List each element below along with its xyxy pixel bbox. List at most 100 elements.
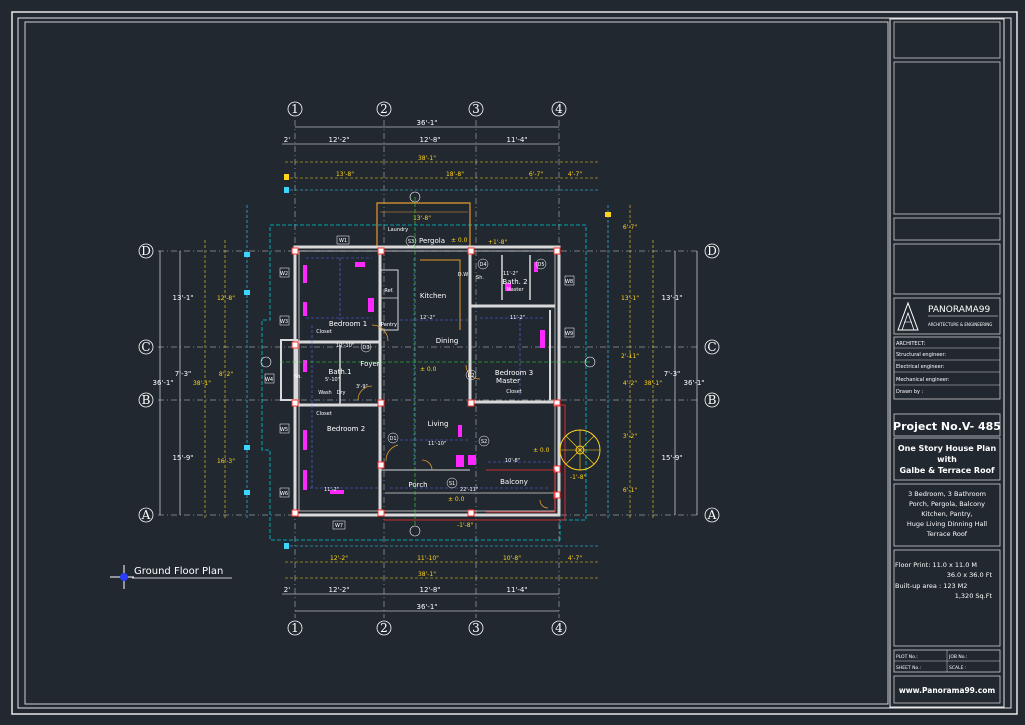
svg-text:D: D xyxy=(707,244,717,258)
drawing-title: Ground Floor Plan xyxy=(110,565,232,589)
svg-text:38'-1": 38'-1" xyxy=(418,571,436,578)
svg-text:4'-7": 4'-7" xyxy=(568,555,582,562)
tag-d1: D1 xyxy=(387,432,399,444)
terrace-roof-outline xyxy=(261,224,587,541)
grid-bubble-top-2: 2 xyxy=(376,101,392,117)
svg-text:D4: D4 xyxy=(479,262,486,268)
room-closet-2: Closet xyxy=(316,411,332,417)
tag-w8: W8 xyxy=(564,275,575,286)
field-architect: ARCHITECT: xyxy=(896,341,926,347)
inner-frame xyxy=(17,17,1012,709)
svg-text:D1: D1 xyxy=(389,436,396,442)
brand-subtitle: ARCHITECTURE & ENGINEERING xyxy=(928,322,992,327)
room-kitchen: Kitchen xyxy=(420,292,446,300)
title-block: PANORAMA99 ARCHITECTURE & ENGINEERING AR… xyxy=(889,18,1005,708)
svg-text:11'-4": 11'-4" xyxy=(506,136,527,144)
tag-s1: S1 xyxy=(446,477,458,489)
svg-text:6'-1": 6'-1" xyxy=(623,487,637,494)
svg-text:11'-4": 11'-4" xyxy=(506,586,527,594)
svg-text:12'-2": 12'-2" xyxy=(328,586,349,594)
grid-bubble-bottom-1: 1 xyxy=(287,620,303,636)
svg-text:3'-9": 3'-9" xyxy=(356,384,368,390)
room-bedroom-1: Bedroom 1 xyxy=(329,320,367,328)
svg-text:12'-2": 12'-2" xyxy=(330,555,348,562)
svg-text:13'-1": 13'-1" xyxy=(621,295,639,302)
desc-line-2: Porch, Pergola, Balcony xyxy=(909,500,985,508)
svg-text:2'-11": 2'-11" xyxy=(621,353,639,360)
svg-text:C: C xyxy=(141,340,150,354)
svg-text:36'-1": 36'-1" xyxy=(416,119,437,127)
svg-text:S1: S1 xyxy=(449,481,455,487)
ucs-icon xyxy=(110,565,134,589)
interior-dimensions: 10'-10" 12'-2" 11'-2" 5'-10" 3'-9" 11'-1… xyxy=(324,271,525,493)
left-dimensions: 36'-1" 13'-1" 7'-3" 15'-9" 38'-1" 12'-8"… xyxy=(152,205,250,520)
svg-text:S3: S3 xyxy=(408,239,414,245)
grid-bubble-bottom-3: 3 xyxy=(468,620,484,636)
desc-line-3: Kitchen, Pantry, xyxy=(921,510,972,518)
svg-text:38'-1": 38'-1" xyxy=(193,380,211,387)
svg-text:13'-8": 13'-8" xyxy=(336,171,354,178)
project-number: Project No.V- 485 xyxy=(893,420,1001,433)
svg-text:2': 2' xyxy=(284,586,290,594)
grid-bubble-right-B: B xyxy=(704,392,720,408)
svg-text:12'-8": 12'-8" xyxy=(419,586,440,594)
right-dimensions: 6'-7" 13'-1" 2'-11" 4'-2" 3'-2" 6'-1" 38… xyxy=(605,205,705,520)
tag-d4: D4 xyxy=(477,258,489,270)
svg-text:A: A xyxy=(141,508,151,522)
room-bath-1: Bath.1 xyxy=(329,368,352,376)
bottom-dimensions: 12'-2" 11'-10" 10'-8" 4'-7" 38'-1" 2' 12… xyxy=(282,543,598,612)
tag-w5: W5 xyxy=(279,423,290,434)
room-bedroom-3: Bedroom 3 xyxy=(495,369,533,377)
tag-s3: S3 xyxy=(405,235,417,247)
drawing-title-text: Ground Floor Plan xyxy=(134,566,223,577)
desc-line-1: 3 Bedroom, 3 Bathroom xyxy=(908,490,986,498)
svg-text:38'-1": 38'-1" xyxy=(644,380,662,387)
svg-text:8'-2": 8'-2" xyxy=(219,371,233,378)
svg-text:6'-7": 6'-7" xyxy=(623,224,637,231)
svg-text:1: 1 xyxy=(291,102,299,116)
tag-w3: W3 xyxy=(279,315,290,326)
svg-text:D: D xyxy=(141,244,151,258)
grid-bubble-left-D: D xyxy=(138,243,154,259)
svg-text:± 0.0: ± 0.0 xyxy=(420,366,437,373)
grid-bubble-bottom-2: 2 xyxy=(376,620,392,636)
section-markers xyxy=(260,191,596,537)
svg-text:D5: D5 xyxy=(537,262,544,268)
svg-text:D3: D3 xyxy=(362,345,369,351)
room-labels: Pergola Laundry Kitchen Dining Bedroom 1… xyxy=(294,227,533,489)
room-dining: Dining xyxy=(436,337,459,345)
svg-text:12'-2": 12'-2" xyxy=(328,136,349,144)
room-master-bath: Master xyxy=(506,287,524,293)
room-pantry: Pantry xyxy=(381,322,397,328)
room-balcony: Balcony xyxy=(500,478,528,486)
grid-bubble-top-1: 1 xyxy=(287,101,303,117)
svg-text:13'-1": 13'-1" xyxy=(172,294,193,302)
svg-text:B: B xyxy=(142,393,151,407)
structural-columns xyxy=(291,247,561,517)
website-link[interactable]: www.Panorama99.com xyxy=(899,686,996,695)
brand-name: PANORAMA99 xyxy=(928,305,991,315)
sheet-number-label: SHEET No.: xyxy=(896,665,921,671)
builtup-line-2: 1,320 Sq.Ft xyxy=(955,592,993,600)
hidden-lines xyxy=(306,257,550,490)
room-porch: Porch xyxy=(408,481,427,489)
svg-text:W3: W3 xyxy=(280,319,288,325)
svg-text:W9: W9 xyxy=(565,331,573,337)
svg-text:± 0.0: ± 0.0 xyxy=(448,496,465,503)
svg-text:3'-2": 3'-2" xyxy=(623,433,637,440)
desc-line-4: Huge Living Dinning Hall xyxy=(907,520,987,528)
tag-w6: W6 xyxy=(279,487,290,498)
svg-text:S2: S2 xyxy=(481,439,487,445)
plan-title-line-1: One Story House Plan xyxy=(898,444,997,453)
builtup-line-1: Built-up area : 123 M2 xyxy=(895,582,967,590)
level-markers: ± 0.0 ± 0.0 ± 0.0 ± 0.0 +1'-8" -1'-8" -1… xyxy=(420,237,587,529)
grid-bubble-right-C: C xyxy=(704,339,720,355)
outer-frame xyxy=(11,11,1018,715)
room-closet-1: Closet xyxy=(316,329,332,335)
panorama-logo-icon xyxy=(897,301,919,331)
svg-text:2: 2 xyxy=(380,102,388,116)
room-laundry: Laundry xyxy=(388,227,408,233)
svg-text:13'-8": 13'-8" xyxy=(413,215,431,222)
tag-w7: W7 xyxy=(332,520,346,530)
